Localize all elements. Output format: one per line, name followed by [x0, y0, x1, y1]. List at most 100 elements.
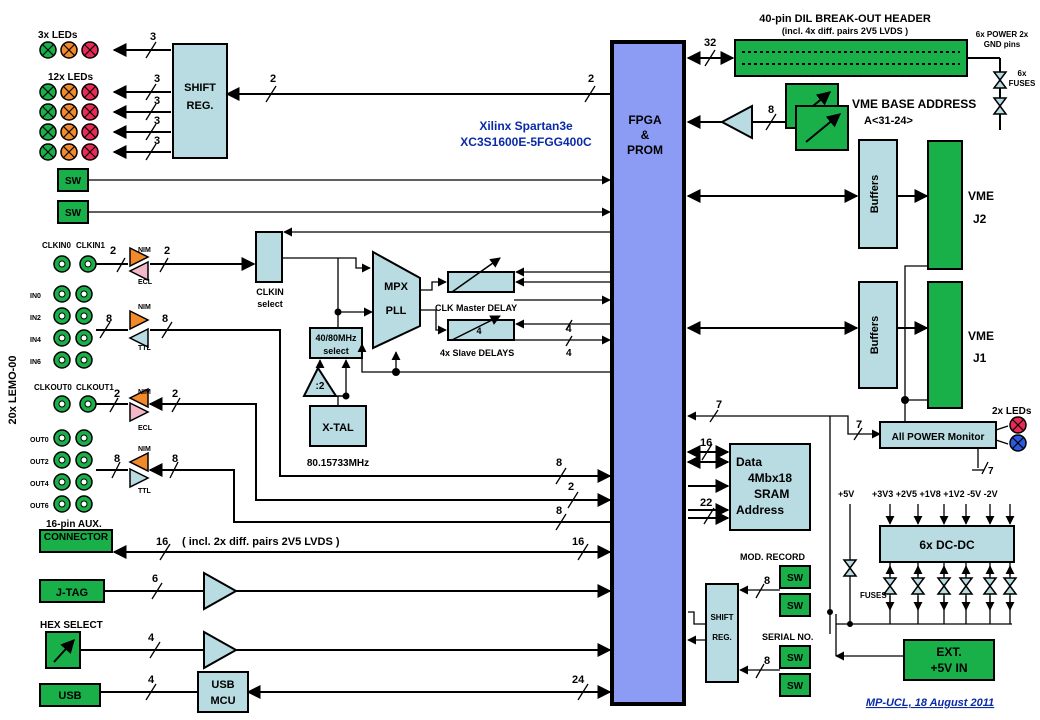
- jtag-bus: 6: [152, 573, 158, 585]
- aux-note: ( incl. 2x diff. pairs 2V5 LVDS ): [182, 536, 340, 548]
- clkin-select-a: CLKIN: [256, 287, 284, 297]
- sw-mod-1-label: SW: [787, 573, 804, 584]
- vme-addr-bus: 8: [768, 104, 774, 116]
- aux-connector: [39, 529, 113, 553]
- buffers-upper-label: Buffers: [869, 175, 881, 214]
- nim-driver-3: [128, 387, 149, 409]
- vme-j1-label-b: J1: [973, 351, 987, 365]
- lemo-in0: IN0: [30, 293, 41, 300]
- rail-fuse-2: [936, 577, 952, 595]
- shift-reg: [172, 43, 228, 159]
- master-delay-label: CLK Master DELAY: [435, 303, 517, 313]
- nim-1: NIM: [138, 247, 151, 254]
- usb-label: USB: [58, 690, 81, 702]
- jtag-buffer: [203, 571, 239, 611]
- div2-label: :2: [316, 381, 325, 392]
- slave-bus-b: 4: [566, 348, 572, 359]
- chip-part: XC3S1600E-5FGG400C: [460, 135, 592, 149]
- ecl-driver-2: [129, 401, 150, 423]
- lemo-out0: OUT0: [30, 437, 49, 444]
- usb-bus-a: 4: [148, 674, 155, 686]
- master-delay: [447, 271, 515, 293]
- sw-left-2-label: SW: [65, 208, 82, 219]
- mpx-label: MPX: [384, 281, 409, 293]
- header-power-b: GND pins: [984, 40, 1021, 49]
- pm-bus-3: 7: [988, 466, 994, 477]
- aux-bus-2: 16: [572, 536, 584, 548]
- nim-driver-4: [128, 451, 149, 473]
- usb-bus-b: 24: [572, 674, 585, 686]
- clk-in-bus-b: 2: [164, 245, 170, 257]
- led-bus-5: 3: [154, 135, 160, 147]
- rail-fuse-4: [982, 577, 998, 595]
- mpx-pll: [372, 250, 421, 350]
- hex-select: [45, 631, 81, 669]
- div2: [302, 365, 338, 397]
- ttl-driver-1: [128, 327, 149, 349]
- clkin-select-b: select: [257, 299, 283, 309]
- leds-twelve-label: 12x LEDs: [48, 72, 93, 83]
- clkin1-label: CLKIN1: [76, 241, 105, 250]
- vme-j1-label-a: VME: [968, 329, 994, 343]
- sw-serial-2-label: SW: [787, 681, 804, 692]
- xtal-freq: 80.15733MHz: [307, 458, 369, 469]
- sw-left-1-label: SW: [65, 176, 82, 187]
- slave-delay-label: 4x Slave DELAYS: [440, 348, 514, 358]
- nim-driver-1: [129, 246, 150, 268]
- ttl-1: TTL: [138, 345, 152, 352]
- shift-reg-bus-in: 2: [270, 73, 276, 85]
- sram: [729, 443, 811, 531]
- xtal-label: X-TAL: [322, 422, 354, 434]
- sram-l1: Data: [736, 455, 762, 469]
- rail-fuse-1: [910, 577, 926, 595]
- fpga-label-3: PROM: [627, 143, 663, 157]
- clk-out-bus-a: 2: [114, 388, 120, 400]
- slave-n: 4: [476, 326, 481, 336]
- vme-addr-range: A<31-24>: [864, 115, 913, 127]
- led-grid: [39, 41, 99, 161]
- footer: MP-UCL, 18 August 2011: [866, 697, 994, 709]
- nim-3: NIM: [138, 389, 151, 396]
- led-bus-2: 3: [154, 73, 160, 85]
- pm-bus-2: 7: [856, 419, 862, 431]
- header-bus: 32: [704, 37, 716, 49]
- header-power-a: 6x POWER 2x: [976, 30, 1029, 39]
- pm-bus: 7: [716, 399, 722, 411]
- sram-bus-b: 22: [700, 497, 712, 509]
- ext-l2: +5V IN: [930, 661, 967, 675]
- hex-buffer: [203, 630, 239, 670]
- serial-label: SERIAL NO.: [762, 632, 813, 642]
- pll-label: PLL: [386, 305, 407, 317]
- ecl-2: ECL: [138, 425, 153, 432]
- usb-mcu-a: USB: [211, 679, 234, 691]
- header-connector: [734, 39, 968, 77]
- power-monitor-label: All POWER Monitor: [892, 432, 985, 443]
- header-fuses-a: 6x: [1018, 69, 1027, 78]
- fuses-label: FUSES: [860, 591, 887, 600]
- ext-l1: EXT.: [936, 645, 961, 659]
- lemo-label: 20x LEMO-00: [7, 355, 19, 424]
- ext-5v: [903, 639, 995, 681]
- sw-serial-1: [779, 645, 811, 669]
- shift-reg-2-b: REG.: [712, 633, 732, 642]
- serial-bus: 8: [764, 655, 770, 667]
- dcdc-rails: +3V3 +2V5 +1V8 +1V2 -5V -2V: [872, 489, 998, 499]
- buffers-lower: [858, 281, 898, 389]
- sw-mod-2-label: SW: [787, 601, 804, 612]
- lemo-out2: OUT2: [30, 459, 49, 466]
- lemo-in4: IN4: [30, 337, 41, 344]
- dcdc-label: 6x DC-DC: [919, 538, 975, 552]
- rail-fuse-5: [1002, 577, 1018, 595]
- usb-mcu-b: MCU: [210, 695, 235, 707]
- shift-reg-l2: REG.: [187, 100, 214, 112]
- osc-label-b: select: [323, 346, 349, 356]
- leds-top-label: 3x LEDs: [38, 30, 78, 41]
- header-fuses-b: FUSES: [1009, 79, 1036, 88]
- leds-two-label: 2x LEDs: [992, 406, 1032, 417]
- lemo-in6: IN6: [30, 359, 41, 366]
- slave-delays: [447, 319, 515, 341]
- aux-line2: CONNECTOR: [44, 532, 109, 543]
- aux-line1: 16-pin AUX.: [46, 519, 102, 530]
- sw-serial-2: [779, 673, 811, 697]
- vme-addr-title: VME BASE ADDRESS: [852, 97, 976, 111]
